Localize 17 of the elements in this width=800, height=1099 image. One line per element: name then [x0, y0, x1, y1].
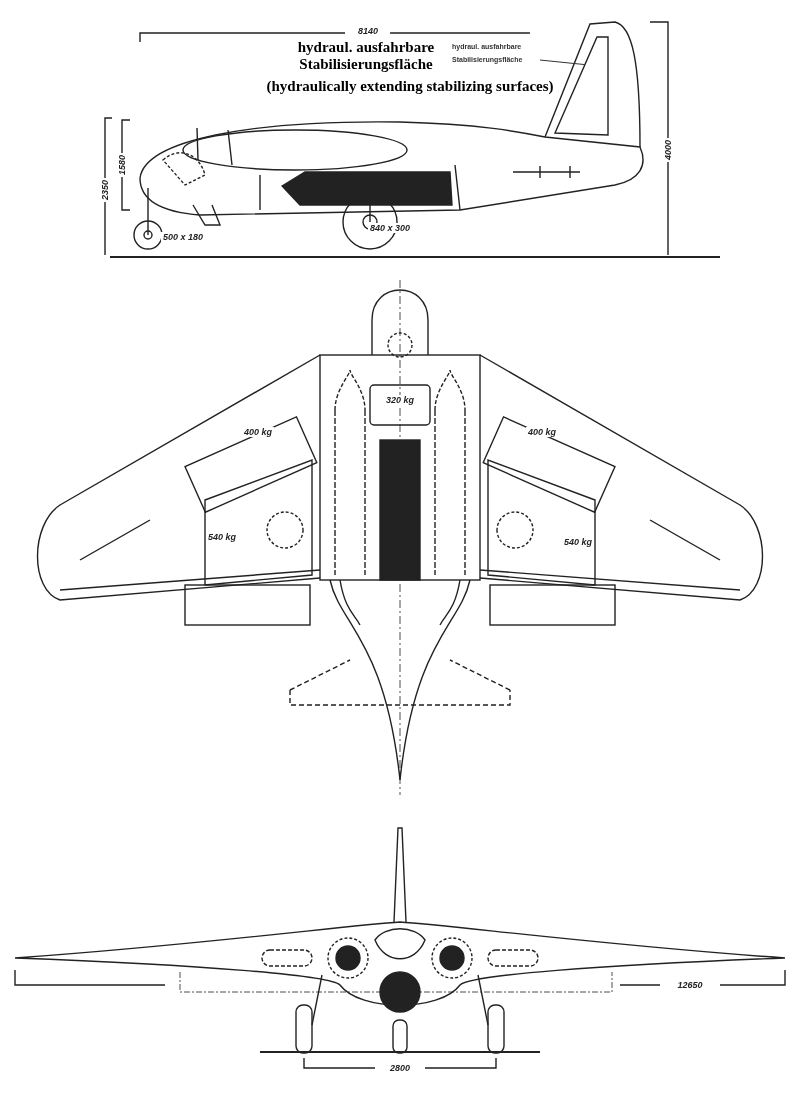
dimension-label: 8140: [356, 26, 380, 36]
weight-label: 400 kg: [242, 427, 274, 437]
weight-label: 540 kg: [562, 537, 594, 547]
dimension-label: 1580: [117, 153, 127, 177]
leader-line: [539, 59, 586, 66]
dimension-label: 2350: [100, 178, 110, 202]
dimension-label: 2800: [388, 1063, 412, 1073]
weight-label: 540 kg: [206, 532, 238, 542]
caption-text: hydraul. ausfahrbare Stabilisierungsfläche: [296, 39, 436, 73]
dimension-label: 12650: [675, 980, 705, 990]
weight-label: 400 kg: [526, 427, 558, 437]
stabilizing-surface-panel: [553, 36, 609, 136]
tire-size-label: 840 x 300: [368, 223, 412, 233]
dimension-label: 4000: [663, 138, 673, 162]
weight-label: 320 kg: [384, 395, 416, 405]
tire-size-label: 500 x 180: [161, 232, 205, 242]
caption-text: (hydraulically extending stabilizing surfaces): [266, 77, 554, 95]
